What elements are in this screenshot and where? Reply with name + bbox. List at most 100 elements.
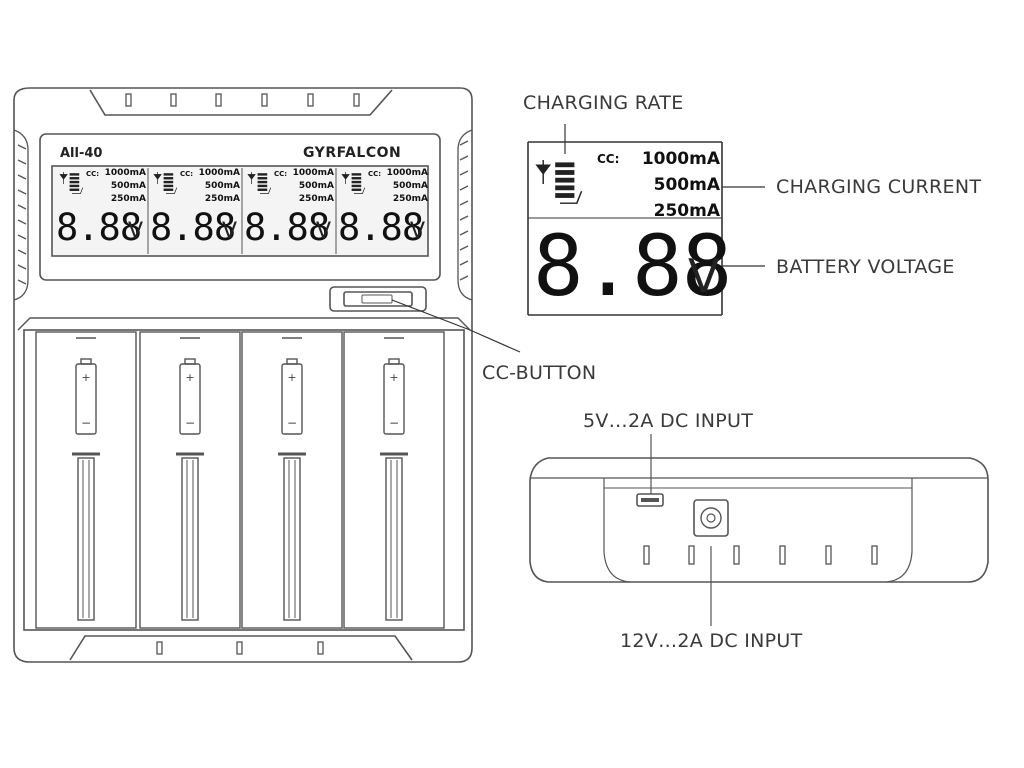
cell-3-current-1000: 1000mA xyxy=(292,168,334,178)
cell-1-current-250: 250mA xyxy=(110,194,146,204)
cell-4-cc-label: CC: xyxy=(368,170,382,178)
cc-button-leader xyxy=(391,299,521,353)
dc-12v-jack xyxy=(693,499,729,537)
charging-rate-label: CHARGING RATE xyxy=(523,92,684,114)
lcd-charging-rate-icons xyxy=(59,172,366,194)
top-notch xyxy=(89,89,393,116)
brand-logo: GYRFALCON xyxy=(303,145,402,161)
cell-3-current-500: 500mA xyxy=(298,181,334,191)
cell-4-rate-bar-5 xyxy=(351,188,362,191)
battery-voltage-label: BATTERY VOLTAGE xyxy=(776,256,955,278)
side-ribs xyxy=(643,545,878,565)
detail-rate-bar-4 xyxy=(555,185,575,191)
cell-4-current-250: 250mA xyxy=(392,194,428,204)
charger-front-view xyxy=(13,87,473,663)
cell-1-current-500: 500mA xyxy=(110,181,146,191)
cc-button-label: CC-BUTTON xyxy=(482,362,597,384)
usb-5v-port xyxy=(636,493,664,507)
slot-3-slider-track xyxy=(283,457,301,621)
lcd-frame xyxy=(39,133,441,281)
slot-1-slider-track xyxy=(77,457,95,621)
cell-1-rate-bar-4 xyxy=(69,184,80,188)
detail-current-500: 500mA xyxy=(653,175,720,195)
slot-1-minus-sign: − xyxy=(81,416,91,430)
cell-1-voltage-digits: 8.88 xyxy=(56,206,142,249)
cell-2-voltage-digits: 8.88 xyxy=(150,206,236,249)
slot-3 xyxy=(241,331,343,629)
bottom-notch xyxy=(69,635,413,661)
cell-1-rate-bar-2 xyxy=(69,177,80,180)
right-grip xyxy=(457,129,473,301)
cell-4-current-1000: 1000mA xyxy=(386,168,428,178)
cell-2-current-500: 500mA xyxy=(204,181,240,191)
detail-rate-bar-3 xyxy=(555,177,575,183)
lcd-detail-view xyxy=(391,124,765,353)
charger-side-view xyxy=(529,434,989,626)
cell-1-rate-bar-3 xyxy=(69,180,80,184)
cell-3-voltage-digits: 8.88 xyxy=(244,206,330,249)
side-shell xyxy=(529,457,989,583)
cell-2-current-1000: 1000mA xyxy=(198,168,240,178)
cell-3-rate-bar-2 xyxy=(257,177,268,180)
cell-2-rate-bar-2 xyxy=(163,177,174,180)
input-5v-label: 5V…2A DC INPUT xyxy=(583,410,754,432)
cc-button[interactable] xyxy=(343,291,413,307)
cell-3-cc-label: CC: xyxy=(274,170,288,178)
cell-3-rate-bar-3 xyxy=(257,180,268,184)
slot-4-plus-sign: + xyxy=(389,371,398,384)
cell-4-current-500: 500mA xyxy=(392,181,428,191)
cell-4-rate-bar-2 xyxy=(351,177,362,180)
cell-4-rate-bar-1 xyxy=(351,173,362,176)
lcd-screen xyxy=(51,165,429,257)
cell-1-current-1000: 1000mA xyxy=(104,168,146,178)
left-grip xyxy=(13,129,29,301)
detail-voltage-unit: V xyxy=(688,249,720,303)
slot-1 xyxy=(35,331,137,629)
top-ribs xyxy=(125,93,360,107)
slot-4-minus-sign: − xyxy=(389,416,399,430)
slot-4-slider-track xyxy=(385,457,403,621)
detail-rate-bar-2 xyxy=(555,170,575,175)
cell-1-rate-bar-5 xyxy=(69,188,80,191)
cell-4-voltage-digits: 8.88 xyxy=(338,206,424,249)
cell-3-current-250: 250mA xyxy=(298,194,334,204)
cell-3-rate-bar-5 xyxy=(257,188,268,191)
cell-2-cc-label: CC: xyxy=(180,170,194,178)
detail-charging-rate-icon xyxy=(535,160,583,204)
cell-2-voltage-unit: V xyxy=(222,219,238,244)
cell-3-rate-bar-1 xyxy=(257,173,268,176)
cell-1-voltage-unit: V xyxy=(128,219,144,244)
cell-2-rate-bar-5 xyxy=(163,188,174,191)
cc-button-housing xyxy=(329,286,427,312)
slot-4 xyxy=(343,331,445,629)
detail-rate-bar-5 xyxy=(555,193,575,198)
slot-2-plus-sign: + xyxy=(185,371,194,384)
slot-2-minus-sign: − xyxy=(185,416,195,430)
bottom-ribs xyxy=(156,641,324,655)
input-12v-label: 12V…2A DC INPUT xyxy=(620,630,803,652)
cell-2-rate-bar-4 xyxy=(163,184,174,188)
slot-2-slider-track xyxy=(181,457,199,621)
slot-3-minus-sign: − xyxy=(287,416,297,430)
cell-3-voltage-unit: V xyxy=(316,219,332,244)
detail-voltage-digits: 8.88 xyxy=(533,217,732,315)
cell-2-rate-bar-3 xyxy=(163,180,174,184)
cell-4-rate-bar-4 xyxy=(351,184,362,188)
cell-1-cc-label: CC: xyxy=(86,170,100,178)
detail-rate-bar-1 xyxy=(555,162,575,168)
battery-bay-area xyxy=(23,329,465,631)
battery-slots: + − + − + − + − xyxy=(35,331,445,629)
cell-2-rate-bar-1 xyxy=(163,173,174,176)
charging-current-label: CHARGING CURRENT xyxy=(776,176,982,198)
cell-4-voltage-unit: V xyxy=(410,219,426,244)
cell-1-rate-bar-1 xyxy=(69,173,80,176)
charger-outer-shell xyxy=(13,87,473,663)
slot-3-plus-sign: + xyxy=(287,371,296,384)
cell-2-current-250: 250mA xyxy=(204,194,240,204)
detail-cc-label: CC: xyxy=(597,152,620,166)
detail-current-1000: 1000mA xyxy=(641,149,720,169)
slot-1-plus-sign: + xyxy=(81,371,90,384)
slot-2 xyxy=(139,331,241,629)
cell-3-rate-bar-4 xyxy=(257,184,268,188)
